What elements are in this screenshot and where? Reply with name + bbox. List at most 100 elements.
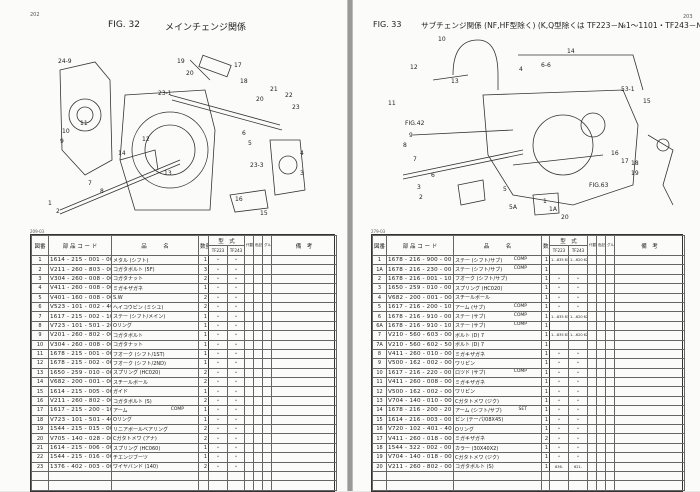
substitute-cell: [244, 283, 255, 294]
callout: 1: [48, 200, 52, 207]
substitute-cell: [587, 273, 598, 285]
part-name: コガタボルト (S): [113, 398, 152, 405]
model-1-applicability: *: [549, 442, 569, 454]
model-1-applicability: *: [549, 452, 569, 463]
callout: 8: [100, 188, 104, 195]
ref-number: 7: [372, 330, 387, 341]
quantity: 2: [198, 292, 209, 303]
model-1-applicability: *: [208, 386, 228, 397]
part-name-cell: ヘイコウピン (ミシユ): [111, 301, 199, 313]
substitute-cell: [244, 442, 255, 454]
remarks-cell: [614, 320, 686, 332]
substitute-cell: [244, 386, 255, 397]
color-cell: [596, 367, 607, 379]
model-2-applicability: *: [226, 320, 246, 332]
model-1-applicability: *: [208, 414, 228, 426]
color-cell: [253, 301, 264, 313]
callout: FIG.63: [589, 182, 609, 189]
callout: 7: [413, 156, 417, 163]
quantity: 2: [198, 301, 209, 313]
ref-number: 11: [372, 377, 387, 388]
part-name-cell: Cガタトメワ (ジク): [453, 452, 542, 463]
part-note: COMP: [513, 369, 527, 375]
model-1-applicability: *: [549, 358, 569, 369]
model-1-applicability: *: [208, 283, 228, 294]
left-page: 202 FIG. 32 メインチェンジ関係 24-9 19 20 17 23-1…: [0, 0, 348, 492]
color-cell: [596, 348, 607, 360]
substitute-cell: [587, 461, 598, 473]
remarks-cell: [271, 283, 338, 294]
part-code: V211 - 260 - 803 - 00: [48, 264, 112, 275]
substitute-cell: [244, 433, 255, 444]
part-code: 1544 - 322 - 002 - 00: [386, 442, 454, 454]
callout: 17: [234, 62, 242, 69]
part-name-cell: ガイド: [111, 386, 199, 397]
figure-title: メインチェンジ関係: [165, 23, 247, 33]
callout: 16: [235, 196, 243, 203]
model-2-applicability: *: [567, 386, 589, 397]
part-note: COMP: [170, 406, 184, 412]
color-cell: [596, 405, 607, 416]
model-1-applicability: *: [208, 452, 228, 463]
callout: 3: [417, 184, 421, 191]
part-name-cell: アーム (シフト/サブ)SET: [453, 405, 542, 416]
model-2-applicability: *: [567, 273, 589, 285]
ref-number: 20: [31, 433, 49, 444]
remarks-cell: [271, 358, 338, 369]
ref-number: 3: [31, 273, 49, 285]
remarks-cell: [614, 330, 686, 341]
color-cell: [596, 320, 607, 332]
remarks-cell: [271, 395, 338, 407]
quantity: 1: [198, 386, 209, 397]
part-name: ミガキザガネ: [113, 285, 144, 292]
part-note: SET: [518, 406, 527, 412]
model-1-applicability: *: [208, 320, 228, 332]
part-name: ステー (シフト/サブ): [455, 257, 503, 264]
ref-number: 18: [31, 414, 49, 426]
group-cell: [605, 386, 616, 397]
ref-number: 6: [31, 301, 49, 313]
col-qty: 数量: [198, 235, 209, 256]
figure-title: サブチェンジ関係 (NF,HF型除く) (K,Q型除くは TF223－№1～11…: [421, 21, 700, 30]
color-cell: [253, 395, 264, 407]
substitute-cell: [587, 330, 598, 341]
part-name: アーム: [113, 407, 128, 414]
callout: 21: [270, 86, 278, 93]
part-note: COMP: [513, 266, 527, 272]
part-name: フオーク (シフト/サブ): [455, 276, 508, 283]
callout: 23: [292, 104, 300, 111]
callout: FIG.42: [405, 120, 425, 127]
group-cell: [605, 358, 616, 369]
model-2-applicability: *: [567, 367, 589, 379]
part-code: V704 - 140 - 018 - 00: [386, 452, 454, 463]
color-cell: [596, 283, 607, 294]
callout: 14: [567, 48, 575, 55]
color-cell: [596, 461, 607, 473]
part-code: V411 - 260 - 010 - 00: [386, 348, 454, 360]
part-name: リニアボールベアリング: [113, 426, 169, 433]
remarks-cell: [614, 348, 686, 360]
model-1-applicability: *: [549, 283, 569, 294]
part-name: ミガキザガネ: [455, 351, 486, 358]
model-1-applicability: *: [208, 461, 228, 473]
col-name: 品 名: [111, 235, 199, 256]
substitute-cell: [244, 273, 255, 285]
col-substitute: 代替性: [587, 235, 598, 256]
color-cell: [596, 264, 607, 275]
part-name-cell: ワリピン: [453, 358, 542, 369]
part-name-cell: スプリング (HC020): [453, 283, 542, 294]
model-2-applicability: *: [567, 292, 589, 303]
part-name: アーム (サブ): [455, 304, 486, 311]
model-1-applicability: *: [208, 301, 228, 313]
quantity: 1: [541, 348, 550, 360]
part-name-cell: ボルト (D) 7: [453, 339, 542, 350]
